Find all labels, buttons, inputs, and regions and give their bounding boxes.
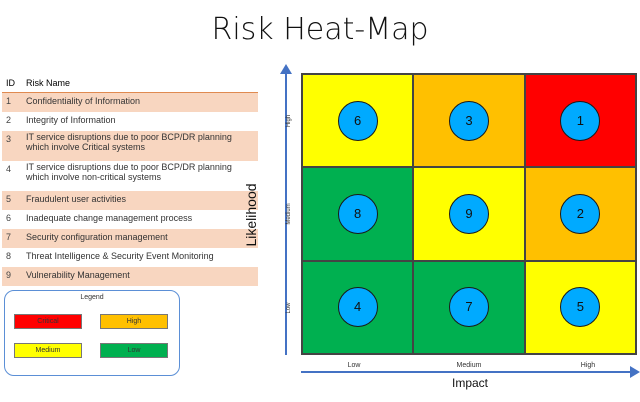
likelihood-tick-high: High [286,114,292,128]
risk-bubble: 3 [448,100,489,141]
impact-label: Impact [451,376,488,390]
risk-row: 9 Vulnerability Management [2,267,258,286]
likelihood-tick-low: Low [286,302,292,314]
risk-row: 2 Integrity of Information [2,112,258,131]
risk-id: 5 [6,194,12,204]
heat-cell-low-medium: 7 [413,260,525,354]
risk-row: 7 Security configuration management [2,229,258,248]
heat-cell-medium-medium: 9 [413,167,525,261]
impact-axis [301,371,633,373]
heat-cell-high-medium: 3 [413,74,525,168]
risk-bubble: 6 [337,100,378,141]
risk-name: Fraudulent user activities [26,194,127,204]
impact-axis-arrow [630,366,640,378]
id-column-header: ID [6,78,15,88]
likelihood-tick-medium: Medium [286,203,292,225]
risk-name: IT service disruptions due to poor BCP/D… [26,132,232,152]
likelihood-axis-arrow [280,64,292,74]
risk-id: 2 [6,115,12,125]
risk-id: 7 [6,232,12,242]
heat-cell-medium-high: 2 [524,167,636,261]
risk-id: 4 [6,164,12,174]
risk-table: ID Risk Name 1 Confidentiality of Inform… [2,76,258,286]
heat-cell-high-low: 6 [302,74,414,168]
risk-name-column-header: Risk Name [26,78,71,88]
risk-name: IT service disruptions due to poor BCP/D… [26,162,232,182]
likelihood-axis [285,73,287,355]
heat-cell-medium-low: 8 [302,167,414,261]
legend-critical: Critical [14,314,82,329]
risk-bubble: 2 [560,193,601,234]
risk-name: Security configuration management [26,232,168,242]
risk-bubble: 7 [448,287,489,328]
risk-name: Inadequate change management process [26,213,193,223]
risk-id: 1 [6,96,12,106]
risk-id: 6 [6,213,12,223]
risk-row: 3 IT service disruptions due to poor BCP… [2,131,258,161]
heat-cell-high-high: 1 [524,74,636,168]
risk-bubble: 1 [560,100,601,141]
likelihood-label: Likelihood [243,183,259,247]
legend-low: Low [100,343,168,358]
risk-id: 3 [6,134,12,144]
risk-table-header: ID Risk Name [2,76,258,93]
heat-cell-low-low: 4 [302,260,414,354]
risk-name: Vulnerability Management [26,270,130,280]
legend-title: Legend [80,294,104,301]
impact-tick-medium: Medium [456,362,482,369]
risk-id: 9 [6,270,12,280]
legend-high: High [100,314,168,329]
impact-tick-low: Low [347,362,361,369]
risk-bubble: 8 [337,193,378,234]
risk-name: Integrity of Information [26,115,116,125]
legend-medium: Medium [14,343,82,358]
risk-bubble: 9 [448,193,489,234]
risk-bubble: 5 [560,287,601,328]
heat-map-grid: 6 3 1 8 9 2 4 7 5 [301,73,637,355]
risk-row: 8 Threat Intelligence & Security Event M… [2,248,258,267]
risk-name: Confidentiality of Information [26,96,141,106]
risk-id: 8 [6,251,12,261]
risk-name: Threat Intelligence & Security Event Mon… [26,251,214,261]
risk-bubble: 4 [337,287,378,328]
impact-tick-high: High [580,362,596,369]
risk-row: 6 Inadequate change management process [2,210,258,229]
heat-cell-low-high: 5 [524,260,636,354]
page-title: Risk Heat-Map [211,12,429,47]
risk-row: 5 Fraudulent user activities [2,191,258,210]
risk-row: 4 IT service disruptions due to poor BCP… [2,161,258,191]
legend: Legend Critical High Medium Low [4,290,180,376]
risk-row: 1 Confidentiality of Information [2,93,258,112]
